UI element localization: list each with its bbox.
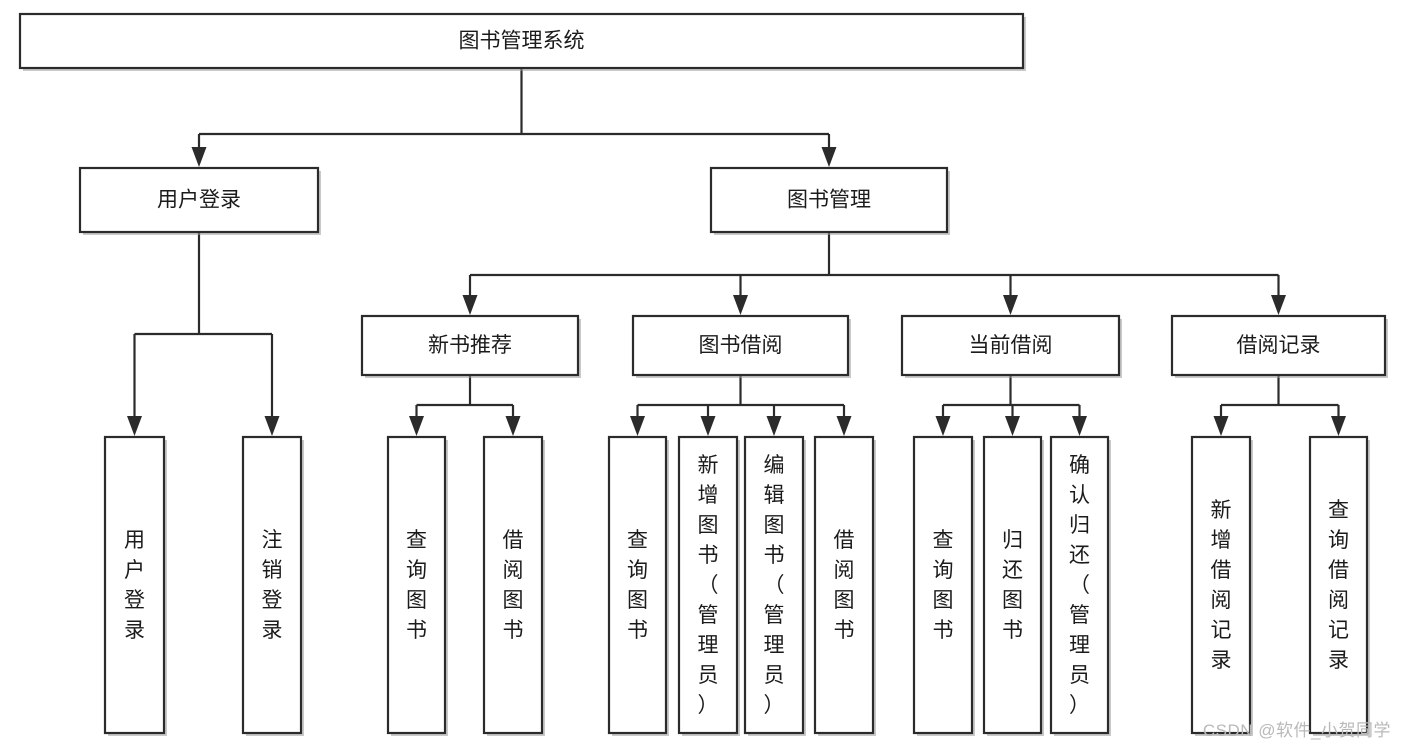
node-用户登录[interactable]: 用户登录 bbox=[78, 166, 321, 235]
arrow-head-icon-user-login-1 bbox=[264, 416, 280, 436]
node-box[interactable] bbox=[677, 435, 739, 735]
node-label: 查询借阅记录 bbox=[1328, 499, 1349, 672]
arrow-head-icon-records-0 bbox=[1213, 416, 1229, 436]
node-label: 注销登录 bbox=[262, 529, 283, 642]
node-label: 新增借阅记录 bbox=[1211, 499, 1232, 672]
node-label: 新增图书（管理员） bbox=[698, 454, 719, 717]
node-图书管理[interactable]: 图书管理 bbox=[709, 166, 950, 235]
node-box[interactable] bbox=[386, 435, 447, 735]
node-box[interactable] bbox=[103, 435, 166, 735]
leaf-查询图书[interactable]: 查询图书 bbox=[912, 435, 975, 736]
node-label: 编辑图书（管理员） bbox=[764, 454, 785, 717]
node-box[interactable] bbox=[900, 314, 1121, 377]
connector-layer bbox=[127, 68, 1346, 436]
node-box[interactable] bbox=[743, 435, 805, 735]
node-box[interactable] bbox=[982, 435, 1043, 735]
arrow-head-icon-borrow-1 bbox=[700, 416, 716, 436]
node-label: 图书管理系统 bbox=[459, 30, 585, 53]
node-layer: 图书管理系统用户登录图书管理新书推荐图书借阅当前借阅借阅记录用户登录注销登录查询… bbox=[18, 12, 1388, 736]
node-box[interactable] bbox=[360, 314, 580, 377]
leaf-确认归还-管理员[interactable]: 确认归还（管理员） bbox=[1049, 435, 1111, 736]
node-box[interactable] bbox=[912, 435, 974, 735]
node-label: 图书管理 bbox=[787, 189, 871, 212]
arrow-head-icon-root-0 bbox=[191, 147, 207, 167]
node-label: 查询图书 bbox=[406, 529, 427, 642]
arrow-head-icon-book-mgmt-0 bbox=[462, 295, 478, 315]
arrow-head-icon-current-1 bbox=[1005, 416, 1020, 436]
node-借阅记录[interactable]: 借阅记录 bbox=[1170, 314, 1388, 378]
leaf-查询借阅记录[interactable]: 查询借阅记录 bbox=[1308, 435, 1370, 736]
node-label: 确认归还（管理员） bbox=[1069, 454, 1090, 717]
leaf-借阅图书[interactable]: 借阅图书 bbox=[813, 435, 876, 736]
leaf-查询图书[interactable]: 查询图书 bbox=[607, 435, 669, 736]
node-图书借阅[interactable]: 图书借阅 bbox=[631, 314, 851, 378]
node-label: 新书推荐 bbox=[428, 334, 512, 357]
arrow-head-icon-book-mgmt-2 bbox=[1003, 295, 1018, 315]
node-box[interactable] bbox=[1049, 435, 1110, 735]
arrow-head-icon-new-book-1 bbox=[505, 416, 521, 436]
node-box[interactable] bbox=[78, 166, 320, 234]
arrow-head-icon-book-mgmt-3 bbox=[1271, 295, 1286, 315]
leaf-新增图书-管理员[interactable]: 新增图书（管理员） bbox=[677, 435, 740, 736]
leaf-借阅图书[interactable]: 借阅图书 bbox=[482, 435, 545, 736]
node-box[interactable] bbox=[482, 435, 544, 735]
node-box[interactable] bbox=[709, 166, 949, 234]
node-box[interactable] bbox=[631, 314, 850, 377]
node-label: 借阅记录 bbox=[1237, 334, 1321, 357]
node-label: 归还图书 bbox=[1002, 529, 1023, 642]
node-box[interactable] bbox=[241, 435, 303, 735]
leaf-注销登录[interactable]: 注销登录 bbox=[241, 435, 304, 736]
arrow-head-icon-borrow-0 bbox=[630, 416, 645, 436]
arrow-head-icon-borrow-3 bbox=[836, 416, 852, 436]
node-label: 借阅图书 bbox=[834, 529, 855, 642]
leaf-新增借阅记录[interactable]: 新增借阅记录 bbox=[1190, 435, 1253, 736]
node-label: 查询图书 bbox=[933, 529, 954, 642]
node-label: 图书借阅 bbox=[699, 334, 783, 357]
node-box[interactable] bbox=[18, 12, 1025, 70]
arrow-head-icon-book-mgmt-1 bbox=[733, 295, 748, 315]
node-box[interactable] bbox=[1308, 435, 1369, 735]
arrow-head-icon-borrow-2 bbox=[766, 416, 782, 436]
arrow-head-icon-current-0 bbox=[935, 416, 951, 436]
node-label: 借阅图书 bbox=[503, 529, 524, 642]
node-box[interactable] bbox=[1170, 314, 1387, 377]
watermark-label: CSDN @软件_小贺同学 bbox=[1202, 721, 1391, 740]
node-label: 查询图书 bbox=[627, 529, 648, 642]
node-box[interactable] bbox=[607, 435, 668, 735]
node-label: 用户登录 bbox=[124, 529, 145, 642]
arrow-head-icon-root-1 bbox=[821, 147, 837, 167]
arrow-head-icon-current-2 bbox=[1072, 416, 1087, 436]
node-当前借阅[interactable]: 当前借阅 bbox=[900, 314, 1122, 378]
node-新书推荐[interactable]: 新书推荐 bbox=[360, 314, 581, 378]
leaf-编辑图书-管理员[interactable]: 编辑图书（管理员） bbox=[743, 435, 806, 736]
leaf-用户登录[interactable]: 用户登录 bbox=[103, 435, 167, 736]
node-label: 用户登录 bbox=[157, 189, 241, 212]
leaf-查询图书[interactable]: 查询图书 bbox=[386, 435, 448, 736]
node-box[interactable] bbox=[813, 435, 875, 735]
node-图书管理系统[interactable]: 图书管理系统 bbox=[18, 12, 1026, 71]
arrow-head-icon-new-book-0 bbox=[409, 416, 424, 436]
arrow-head-icon-records-1 bbox=[1331, 416, 1346, 436]
leaf-归还图书[interactable]: 归还图书 bbox=[982, 435, 1044, 736]
node-label: 当前借阅 bbox=[969, 334, 1053, 357]
node-box[interactable] bbox=[1190, 435, 1252, 735]
arrow-head-icon-user-login-0 bbox=[127, 416, 142, 436]
